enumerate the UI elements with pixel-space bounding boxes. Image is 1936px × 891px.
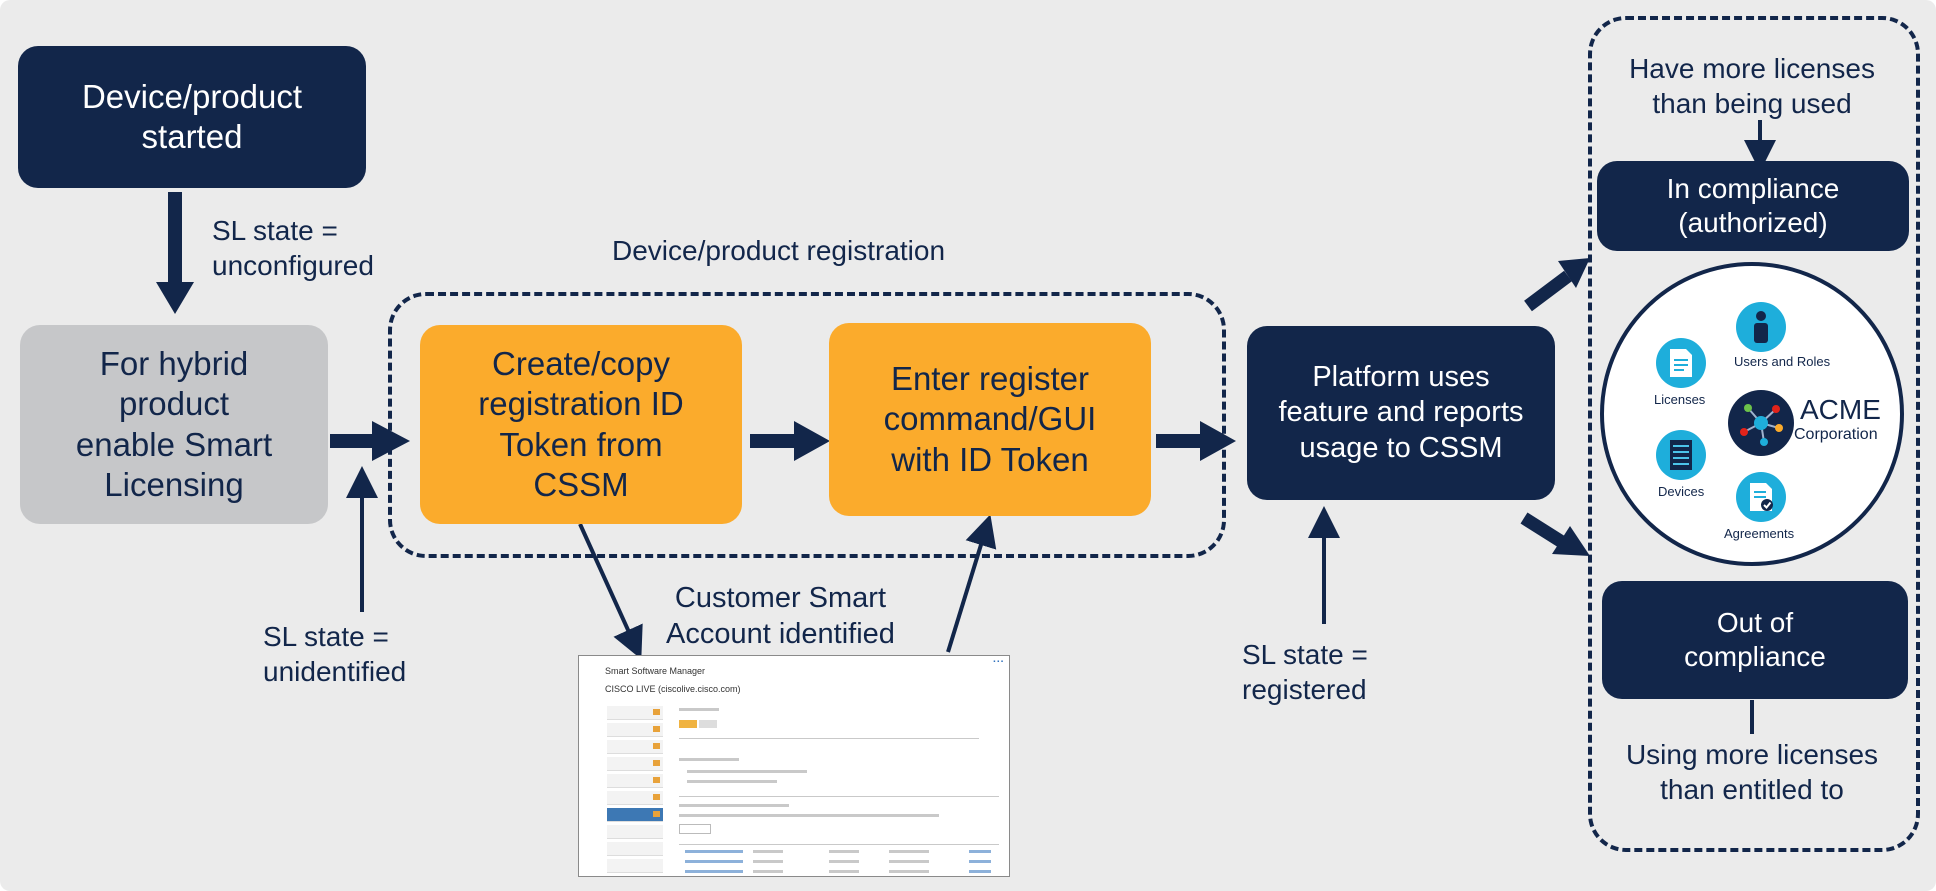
registration-group-label: Device/product registration: [612, 235, 946, 266]
using-more-label: Using more licenses than entitled to: [1625, 739, 1879, 805]
customer-account-label: Customer Smart Account identified: [666, 582, 895, 650]
devices-icon: [1656, 430, 1706, 480]
agreements-icon: [1736, 472, 1786, 522]
sl-unconfigured-label: SL state = unconfigured: [212, 215, 374, 281]
platform-uses-box: Platform uses feature and reports usage …: [1247, 326, 1555, 500]
arrow-platform-to-out-compliance: [1520, 512, 1590, 556]
ssm-main-panel: [679, 704, 1004, 874]
arrow-platform-to-in-compliance: [1524, 258, 1590, 312]
agreements-label: Agreements: [1724, 526, 1795, 541]
ssm-app-title: Smart Software Manager: [605, 666, 706, 676]
sl-unidentified-label: SL state = unidentified: [263, 621, 407, 687]
arrow-device-to-hybrid: [156, 192, 194, 314]
arrow-enter-to-platform: [1156, 421, 1236, 461]
cssm-screenshot: ▪ ▪ ▪ Smart Software Manager CISCO LIVE …: [578, 655, 1010, 877]
ssm-header-links: ▪ ▪ ▪: [993, 659, 1003, 665]
licenses-icon: [1656, 338, 1706, 388]
users-and-roles-label: Users and Roles: [1734, 354, 1831, 369]
arrow-ssm-to-enter: [946, 514, 997, 653]
in-compliance-box: In compliance (authorized): [1597, 161, 1909, 251]
acme-hub-icon: [1728, 390, 1794, 456]
arrow-create-to-enter: [750, 421, 830, 461]
devices-label: Devices: [1658, 484, 1705, 499]
compliance-group-border: [1588, 16, 1920, 852]
enter-register-box: Enter register command/GUI with ID Token: [829, 323, 1151, 516]
sl-registered-label: SL state = registered: [1242, 639, 1368, 705]
more-licenses-label: Have more licenses than being used: [1629, 53, 1875, 119]
ssm-sidebar: [607, 706, 663, 876]
hybrid-enable-box: For hybrid product enable Smart Licensin…: [20, 325, 328, 524]
acme-account-circle: Licenses Users and Roles Devices ACME Co…: [1600, 262, 1904, 566]
acme-name: ACME: [1800, 394, 1881, 425]
registration-group-border: [388, 292, 1226, 558]
out-of-compliance-box: Out of compliance: [1602, 581, 1908, 699]
create-token-box: Create/copy registration ID Token from C…: [420, 325, 742, 524]
device-started-box: Device/product started: [18, 46, 366, 188]
arrow-create-to-ssm: [578, 523, 643, 660]
ssm-account-name: CISCO LIVE (ciscolive.cisco.com): [605, 684, 741, 694]
users-and-roles-icon: [1736, 302, 1786, 352]
arrow-hybrid-to-create: [330, 421, 410, 461]
licenses-label: Licenses: [1654, 392, 1706, 407]
acme-subtitle: Corporation: [1794, 426, 1878, 443]
